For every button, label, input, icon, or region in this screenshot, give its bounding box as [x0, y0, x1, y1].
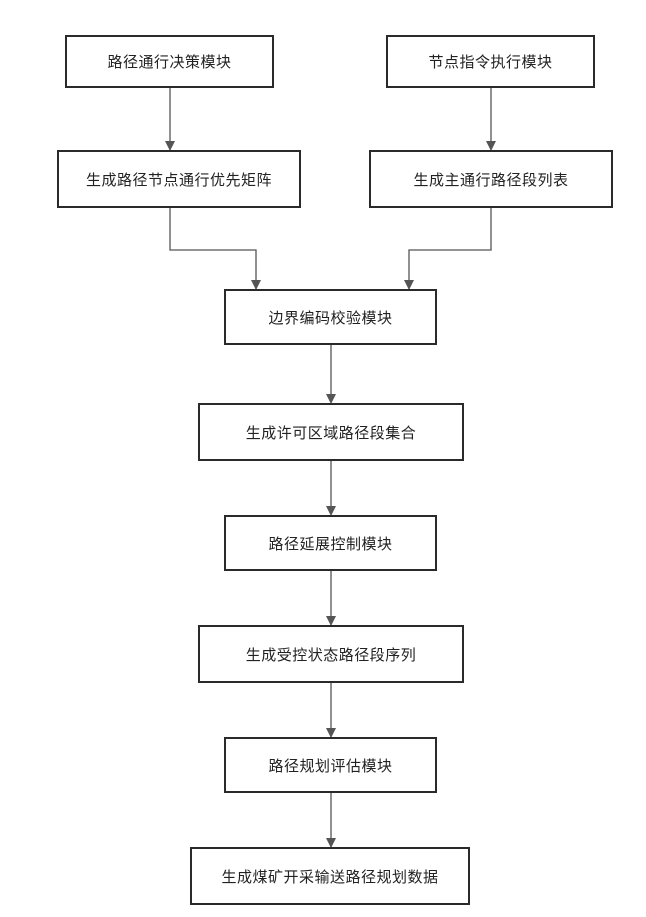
node-label: 节点指令执行模块	[428, 51, 552, 72]
node-generate-controlled-sequence: 生成受控状态路径段序列	[198, 625, 464, 683]
node-node-command-execution-module: 节点指令执行模块	[386, 35, 595, 88]
node-generate-planning-data: 生成煤矿开采输送路径规划数据	[190, 847, 470, 905]
node-label: 生成许可区域路径段集合	[246, 422, 417, 443]
node-label: 生成路径节点通行优先矩阵	[86, 169, 272, 190]
node-label: 路径通行决策模块	[107, 51, 231, 72]
node-generate-priority-matrix: 生成路径节点通行优先矩阵	[57, 150, 301, 208]
node-label: 生成受控状态路径段序列	[246, 644, 417, 665]
node-generate-main-path-list: 生成主通行路径段列表	[369, 150, 613, 208]
connector-b4-b5	[409, 208, 491, 289]
node-label: 路径规划评估模块	[268, 755, 392, 776]
node-path-extension-control-module: 路径延展控制模块	[224, 515, 437, 571]
node-boundary-code-check-module: 边界编码校验模块	[224, 289, 437, 345]
node-label: 路径延展控制模块	[268, 533, 392, 554]
node-label: 生成煤矿开采输送路径规划数据	[221, 866, 438, 887]
node-label: 生成主通行路径段列表	[413, 169, 568, 190]
node-path-planning-evaluation-module: 路径规划评估模块	[224, 737, 437, 793]
node-label: 边界编码校验模块	[268, 307, 392, 328]
node-path-passage-decision-module: 路径通行决策模块	[65, 35, 274, 88]
node-generate-permitted-area-set: 生成许可区域路径段集合	[198, 403, 464, 461]
connector-b3-b5	[170, 208, 256, 289]
